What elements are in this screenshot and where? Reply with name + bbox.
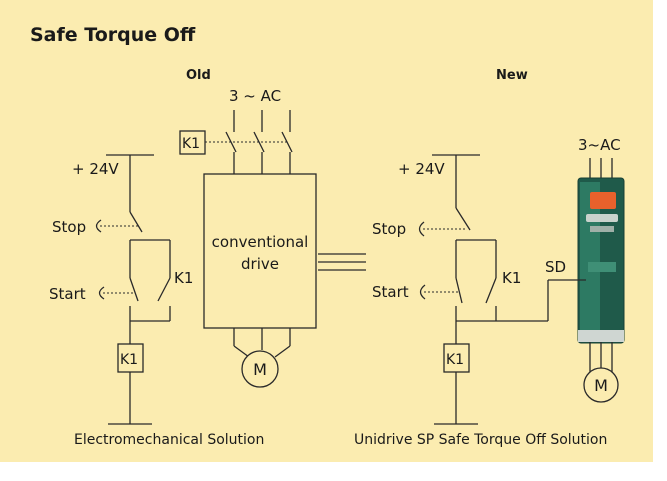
page-title: Safe Torque Off <box>30 24 196 46</box>
new-stop-label: Stop <box>372 220 406 238</box>
new-control-circuit <box>418 154 586 425</box>
drive-label-line1: conventional <box>212 233 309 251</box>
equivalence-symbol <box>318 253 366 271</box>
old-supply-label: 3 ~ AC <box>229 87 281 105</box>
new-supply-wiring <box>589 158 613 180</box>
old-contactor-label: K1 <box>182 136 200 152</box>
old-motor-symbol <box>241 350 279 388</box>
old-coil-box <box>117 343 144 373</box>
new-heading: New <box>496 68 528 83</box>
new-voltage-label: + 24V <box>398 160 445 178</box>
new-caption: Unidrive SP Safe Torque Off Solution <box>354 432 607 448</box>
new-section: New 3~AC M <box>354 68 625 448</box>
old-motor-wiring <box>233 328 291 358</box>
unidrive-sp-drive <box>577 177 625 344</box>
old-stop-label: Stop <box>52 218 86 236</box>
conventional-drive-box <box>203 173 317 329</box>
new-coil-label: K1 <box>446 352 464 368</box>
old-caption: Electromechanical Solution <box>74 432 264 448</box>
new-coil-box <box>443 343 470 373</box>
old-contactor-box <box>179 130 206 155</box>
new-motor-label: M <box>594 376 608 395</box>
diagram-panel <box>0 0 653 462</box>
new-motor-symbol <box>583 367 619 403</box>
old-aux-contact-label: K1 <box>174 269 193 287</box>
new-motor-wiring <box>589 342 613 372</box>
new-start-label: Start <box>372 283 409 301</box>
old-motor-label: M <box>253 360 267 379</box>
old-start-label: Start <box>49 285 86 303</box>
drive-label-line2: drive <box>241 255 279 273</box>
old-coil-label: K1 <box>120 352 138 368</box>
new-aux-contact-label: K1 <box>502 269 521 287</box>
new-sd-label: SD <box>545 258 566 276</box>
old-voltage-label: + 24V <box>72 160 119 178</box>
old-section: Old 3 ~ AC K1 conventional drive <box>49 68 317 448</box>
old-heading: Old <box>186 68 211 83</box>
old-supply-contactor <box>205 110 293 174</box>
new-supply-label: 3~AC <box>578 136 621 154</box>
old-control-circuit <box>95 154 171 425</box>
